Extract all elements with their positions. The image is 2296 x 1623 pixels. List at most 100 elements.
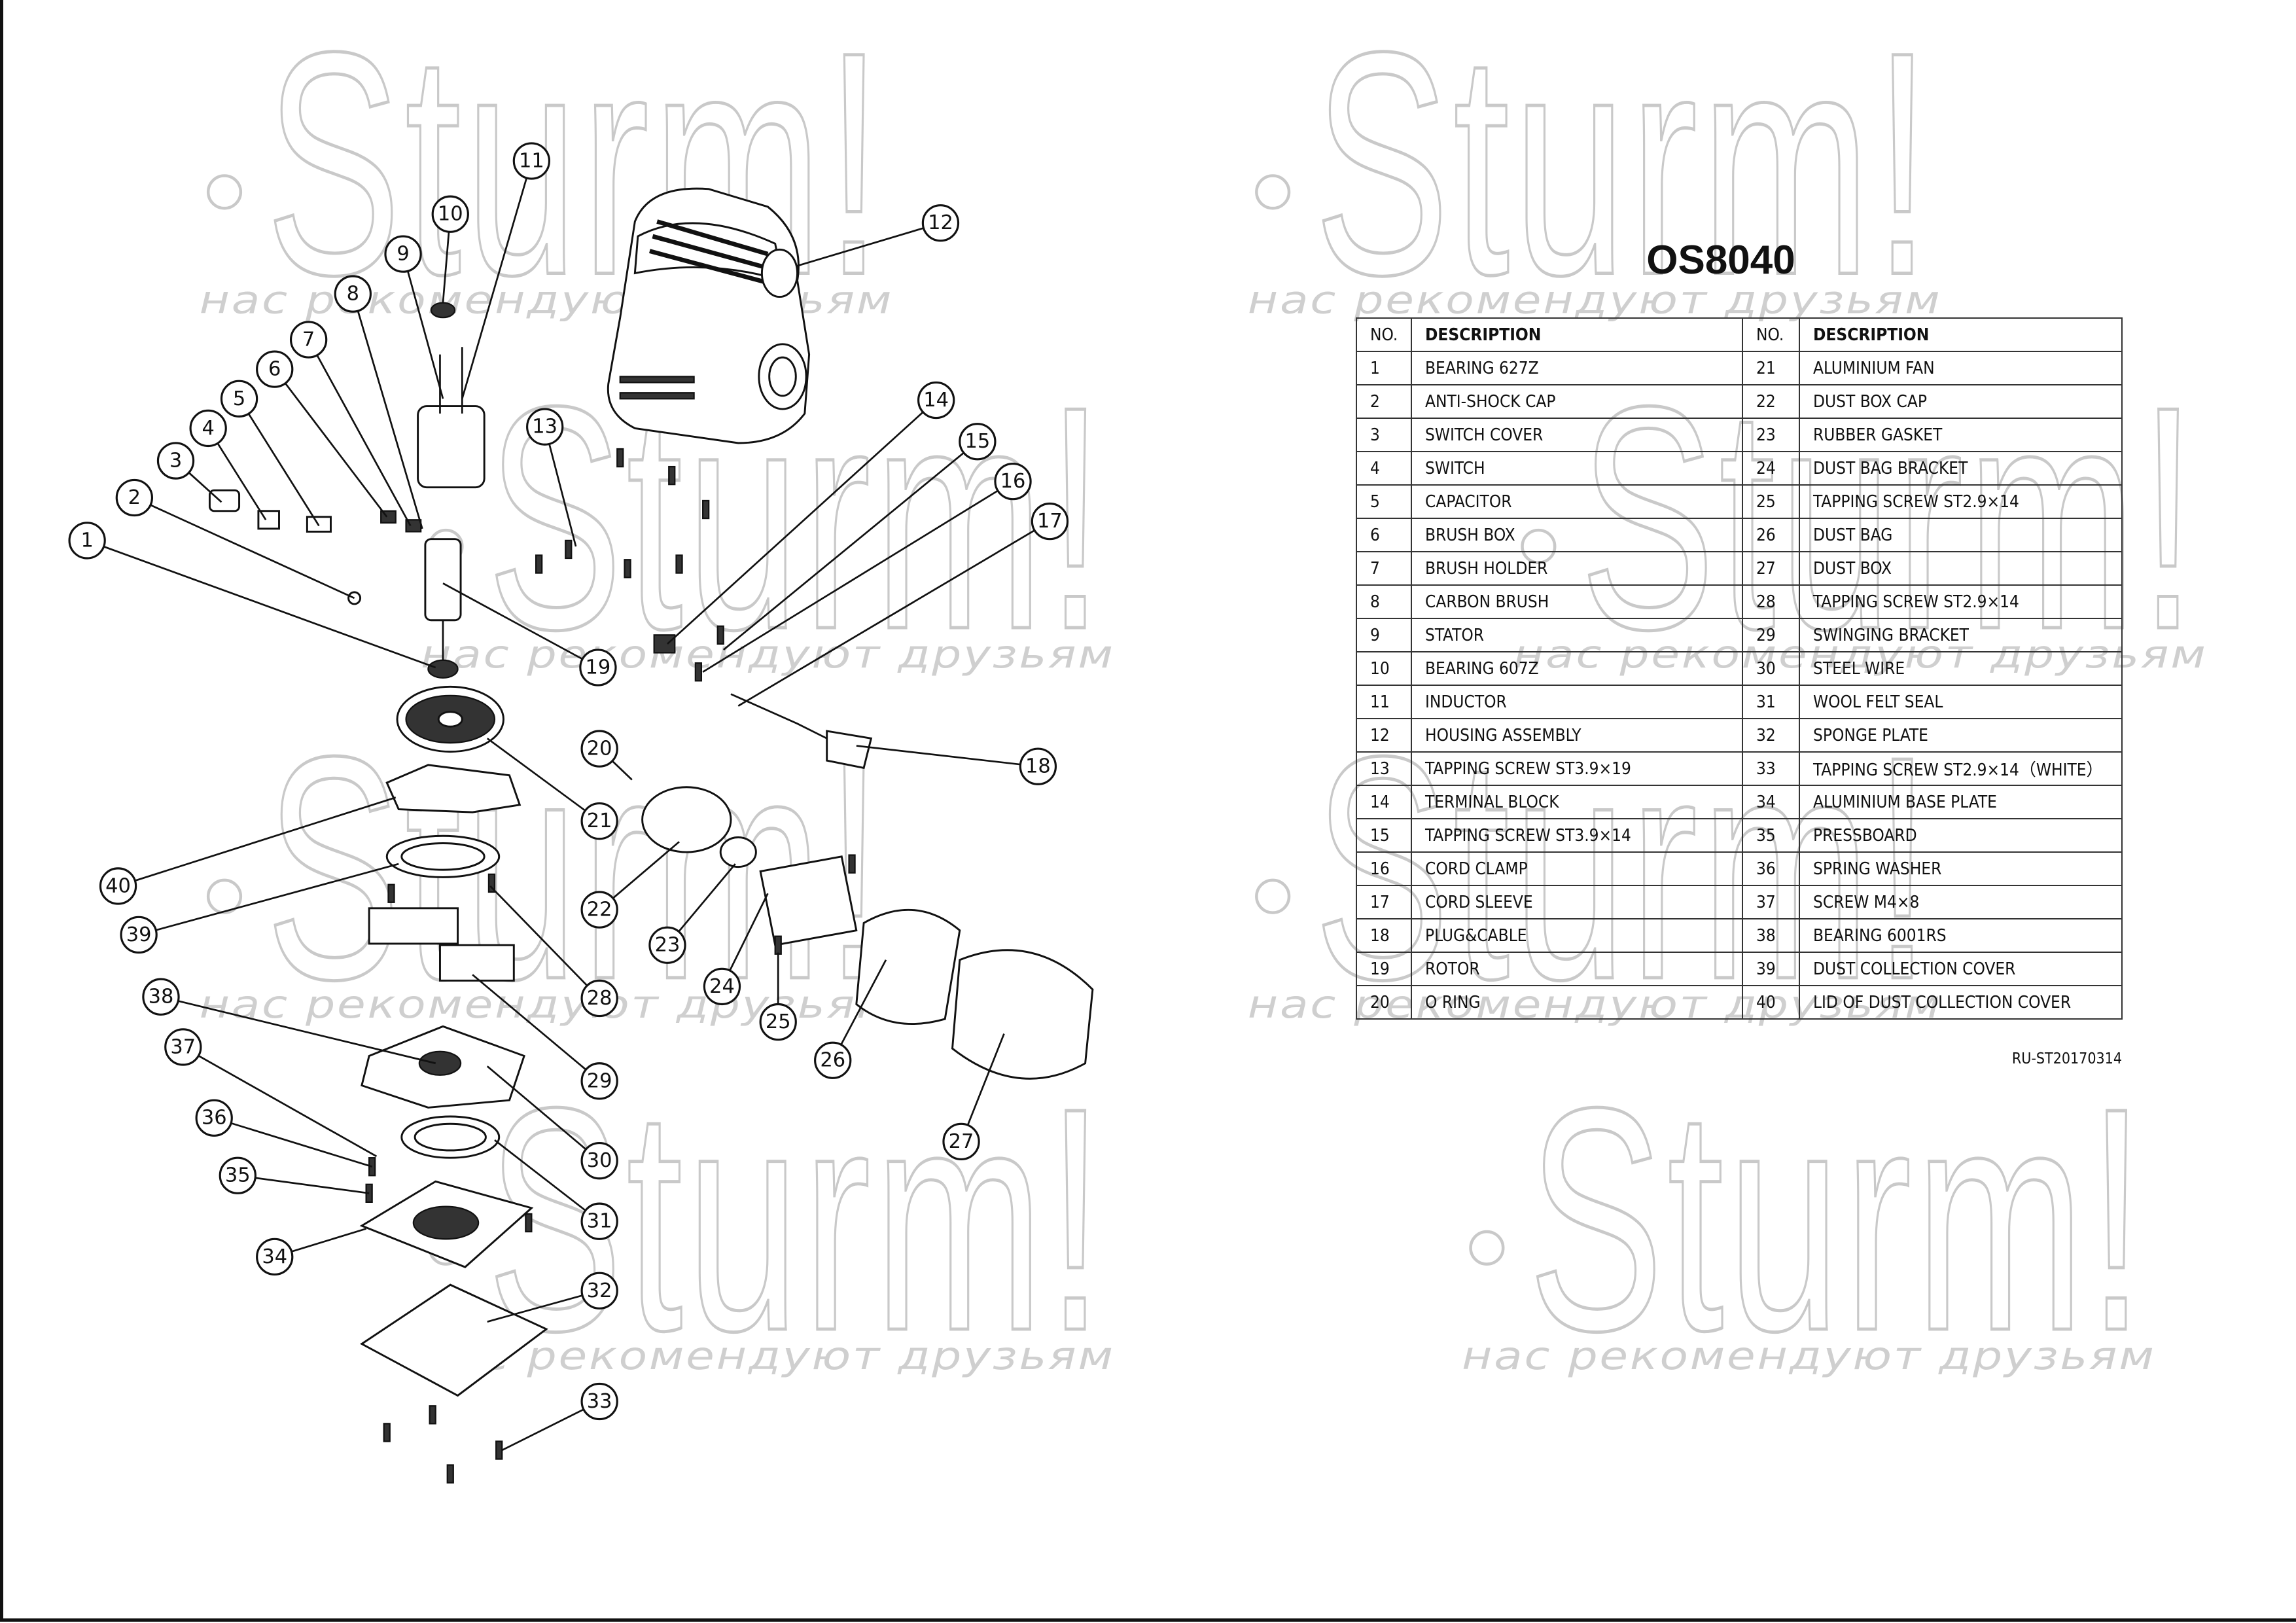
header-description: DESCRIPTION [1411, 317, 1743, 352]
part-description: CAPACITOR [1411, 484, 1743, 519]
part-number: 2 [1356, 384, 1412, 419]
leader-line [183, 1046, 378, 1158]
part-callout: 30 [580, 1142, 618, 1180]
part-callout: 19 [579, 649, 617, 687]
callout-number: 5 [233, 387, 245, 410]
leader-line [487, 1289, 600, 1323]
part-number: 6 [1356, 518, 1412, 552]
callout-number: 3 [169, 450, 182, 473]
part-description: DUST BOX CAP [1799, 384, 2123, 419]
part-description: O RING [1411, 985, 1743, 1020]
part-description: DUST BOX [1799, 551, 2123, 586]
cable-drawing [730, 693, 828, 740]
part-number: 37 [1742, 885, 1800, 919]
leader-line [494, 1139, 601, 1222]
part-callout: 3 [156, 442, 195, 480]
screw-drawing [446, 1464, 454, 1484]
part-callout: 8 [334, 275, 372, 313]
part-callout: 18 [1019, 747, 1057, 785]
dust-bag-drawing [855, 908, 961, 1025]
sturm-watermark: Sturm!нас рекомендуют друзьям [200, 0, 892, 342]
leader-line [213, 1116, 373, 1168]
part-number: 13 [1356, 751, 1412, 786]
part-description: PRESSBOARD [1799, 818, 2123, 853]
part-number: 15 [1356, 818, 1412, 853]
part-callout: 1 [68, 522, 106, 560]
callout-number: 37 [170, 1035, 196, 1058]
document-code: RU-ST20170314 [2011, 1050, 2122, 1067]
leader-line [489, 885, 601, 999]
screw-drawing [535, 554, 543, 574]
part-callout: 4 [189, 409, 227, 448]
part-number: 4 [1356, 451, 1412, 486]
callout-number: 38 [149, 986, 174, 1008]
sturm-watermark: Sturm!нас рекомендуют друзьям [1462, 1040, 2154, 1398]
part-description: ALUMINIUM BASE PLATE [1799, 785, 2123, 819]
leader-line [352, 293, 423, 529]
leader-line [118, 796, 397, 887]
part-callout: 17 [1031, 502, 1069, 541]
part-description: BEARING 6001RS [1799, 918, 2123, 953]
part-description: SWINGING BRACKET [1799, 618, 2123, 652]
part-callout: 35 [219, 1156, 256, 1194]
leader-line [486, 1065, 601, 1162]
callout-number: 12 [928, 211, 953, 234]
part-number: 17 [1356, 885, 1412, 919]
leader-line [274, 368, 388, 518]
table-header-row: NO. DESCRIPTION NO. DESCRIPTION [1356, 317, 2123, 352]
part-callout: 9 [384, 235, 422, 273]
part-callout: 14 [917, 381, 955, 419]
leader-line [402, 253, 444, 399]
callout-number: 13 [532, 416, 557, 438]
callout-number: 30 [587, 1149, 612, 1172]
screw-drawing [624, 559, 631, 579]
leader-line [138, 863, 399, 936]
sturm-watermark: Sturm!нас рекомендуют друзьям [1248, 0, 1940, 342]
dust-bag-bracket-drawing [759, 855, 858, 946]
callout-number: 10 [438, 203, 463, 226]
part-callout: 37 [164, 1028, 202, 1066]
leader-line [133, 497, 355, 599]
part-description: CARBON BRUSH [1411, 584, 1743, 619]
screw-drawing [702, 499, 710, 520]
callout-number: 22 [587, 899, 612, 921]
screw-drawing [487, 873, 496, 893]
part-number: 36 [1742, 851, 1800, 886]
callout-number: 15 [964, 430, 990, 453]
callout-number: 19 [586, 656, 611, 679]
part-description: TAPPING SCREW ST2.9×14 [1799, 484, 2123, 519]
part-description: ROTOR [1411, 952, 1743, 986]
callout-number: 14 [923, 389, 949, 412]
part-callout: 31 [580, 1202, 618, 1240]
part-callout: 34 [256, 1238, 294, 1276]
screw-drawing [774, 935, 782, 955]
part-number: 9 [1356, 618, 1412, 652]
leader-line [702, 480, 1014, 673]
part-number: 30 [1742, 651, 1800, 686]
leader-line [160, 995, 436, 1065]
leader-line [308, 339, 412, 526]
part-number: 28 [1742, 584, 1800, 619]
leader-lines [86, 160, 1051, 1452]
callout-number: 21 [587, 810, 612, 832]
leader-line [238, 1174, 370, 1194]
callout-number: 26 [820, 1049, 845, 1072]
part-number: 24 [1742, 451, 1800, 486]
part-number: 25 [1742, 484, 1800, 519]
part-number: 34 [1742, 785, 1800, 819]
part-description: BEARING 627Z [1411, 351, 1743, 385]
part-number: 32 [1742, 718, 1800, 753]
callout-number: 31 [587, 1210, 612, 1233]
screw-drawing [616, 448, 624, 468]
part-description: INDUCTOR [1411, 685, 1743, 719]
watermark-logo: Sturm! [1314, 0, 1934, 340]
leader-line [486, 738, 600, 822]
part-callout: 26 [814, 1041, 852, 1079]
callout-number: 17 [1037, 510, 1063, 533]
part-description: CORD CLAMP [1411, 851, 1743, 886]
